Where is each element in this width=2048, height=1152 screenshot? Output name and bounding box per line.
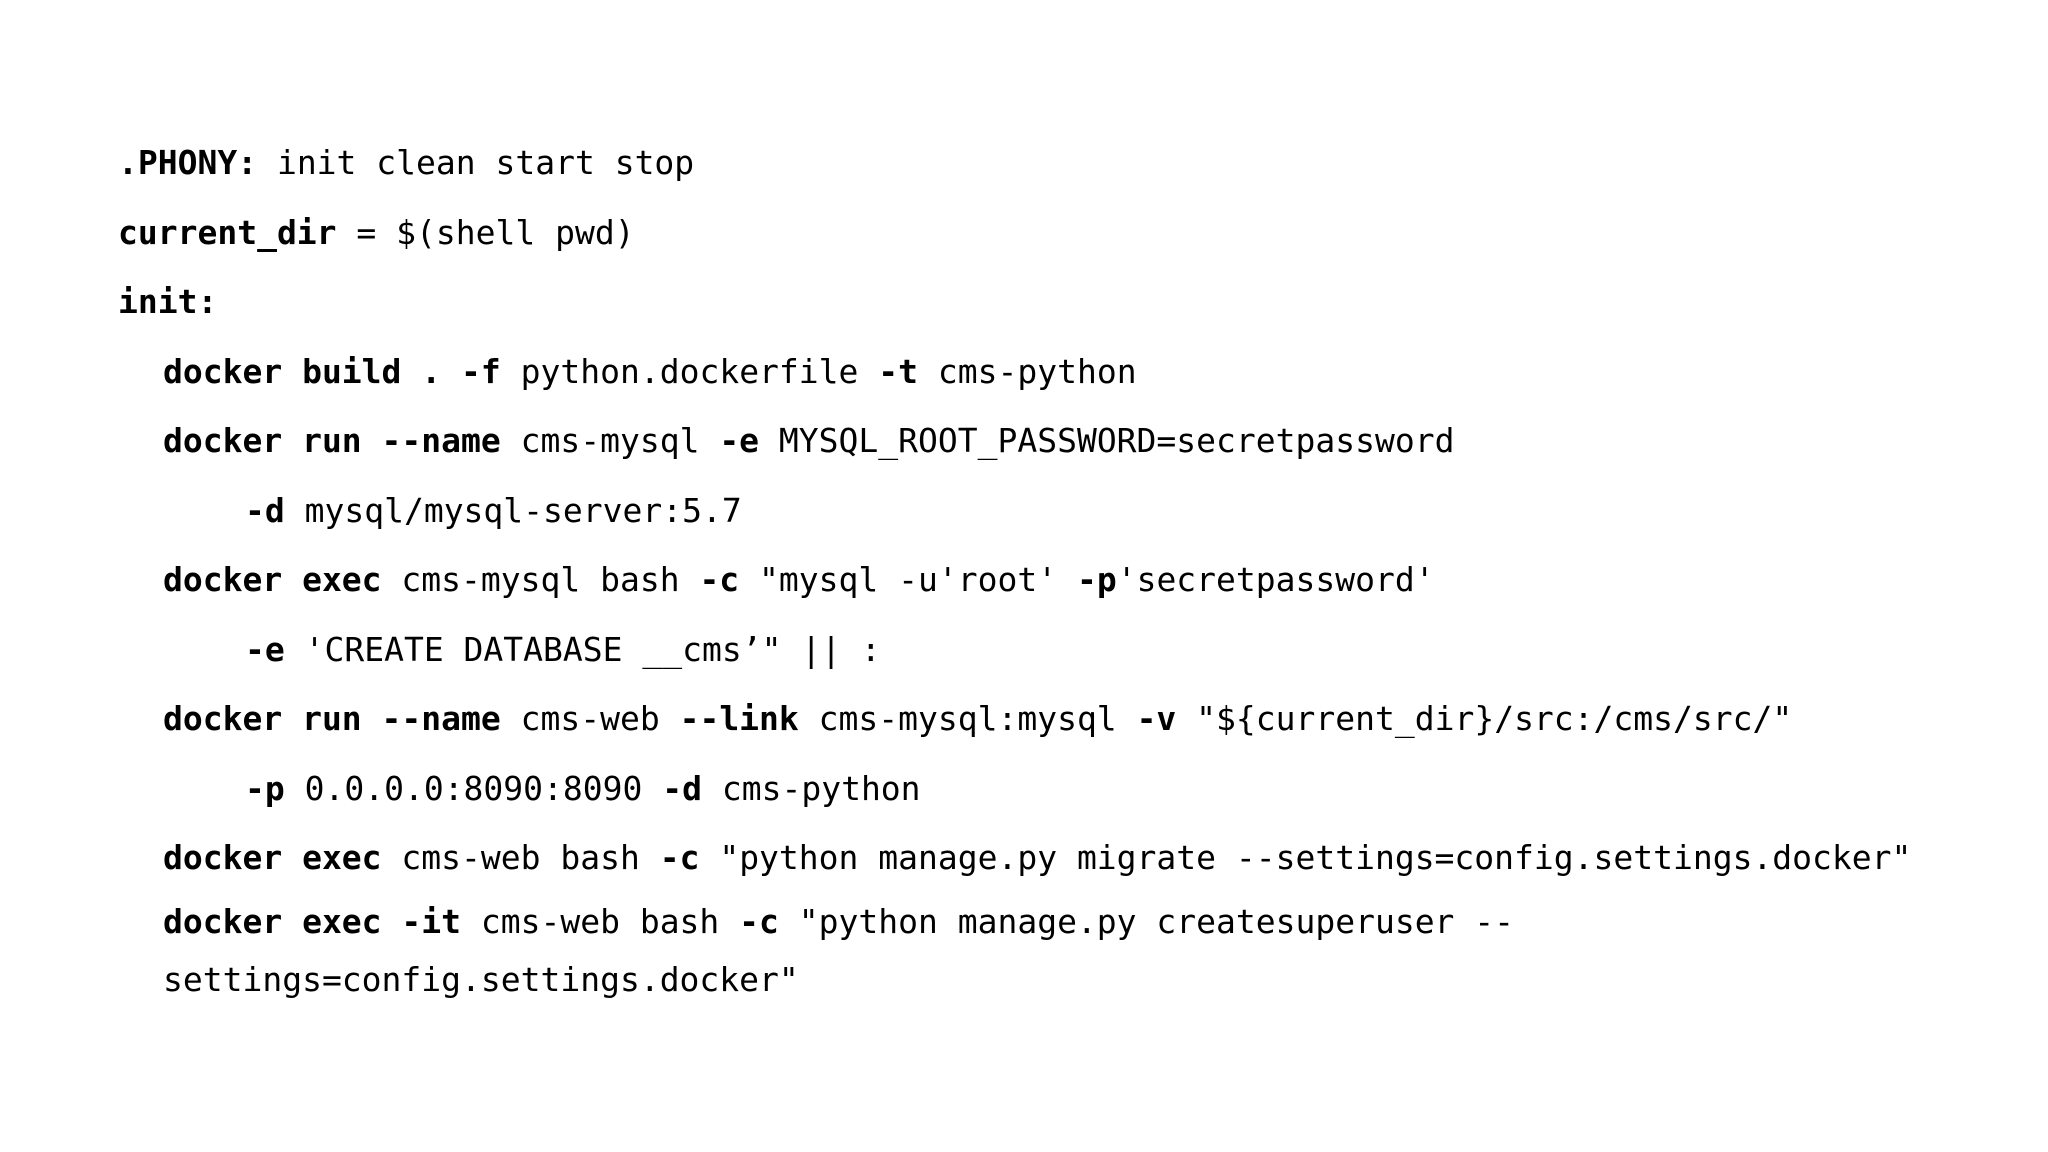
code-line-docker-run-mysql-cont: -d mysql/mysql-server:5.7 (118, 476, 1978, 546)
code-keyword: docker build . (163, 351, 442, 391)
code-line-docker-exec-mysql: docker exec cms-mysql bash -c "mysql -u'… (118, 545, 1978, 615)
code-line-docker-run-web-cont: -p 0.0.0.0:8090:8090 -d cms-python (118, 754, 1978, 824)
code-keyword: -c (739, 901, 779, 941)
code-keyword: -c (699, 560, 740, 599)
code-argument: settings=config.settings.docker" (163, 959, 799, 999)
code-line-current-dir-var: current_dir = $(shell pwd) (118, 198, 1978, 268)
code-argument: mysql/mysql-server:5.7 (284, 490, 742, 530)
code-line-docker-exec-mysql-cont: -e 'CREATE DATABASE __cms’" || : (118, 615, 1978, 685)
code-argument: MYSQL_ROOT_PASSWORD=secretpassword (759, 421, 1455, 460)
code-keyword: -f (461, 351, 501, 391)
code-keyword: -d (245, 490, 285, 530)
code-line-docker-exec-createsuperuser: docker exec -it cms-web bash -c "python … (118, 893, 1978, 951)
code-keyword: -e (719, 421, 760, 460)
code-keyword: -p (1076, 560, 1117, 599)
code-keyword: -p (245, 768, 285, 808)
code-keyword: -v (1136, 699, 1177, 738)
code-keyword: docker run --name (163, 699, 501, 738)
code-argument: cms-web bash (461, 901, 740, 941)
code-argument: python.dockerfile (500, 351, 879, 391)
code-line-docker-run-web: docker run --name cms-web --link cms-mys… (118, 684, 1978, 754)
code-keyword: current_dir (118, 212, 337, 252)
code-keyword: -t (878, 351, 919, 391)
code-argument: "${current_dir}/src:/cms/src/" (1176, 699, 1793, 738)
code-argument: "python manage.py createsuperuser -- (778, 901, 1515, 941)
code-keyword: -e (245, 629, 285, 669)
code-argument: cms-python (702, 768, 921, 808)
code-keyword: init: (118, 282, 218, 321)
code-argument: 'CREATE DATABASE __cms’" || : (284, 629, 881, 669)
code-keyword: docker exec (163, 838, 382, 877)
code-argument (441, 352, 461, 391)
code-keyword: -d (662, 768, 702, 808)
code-argument: "mysql -u'root' (739, 560, 1077, 599)
code-line-docker-exec-migrate: docker exec cms-web bash -c "python mana… (118, 823, 1978, 893)
code-argument: 0.0.0.0:8090:8090 (284, 768, 663, 808)
code-argument: cms-mysql:mysql (798, 699, 1137, 738)
code-argument: "python manage.py migrate --settings=con… (699, 838, 1912, 877)
code-line-phony: .PHONY: init clean start stop (118, 128, 1978, 198)
code-argument: 'secretpassword' (1116, 560, 1435, 599)
code-keyword: .PHONY: (118, 143, 258, 182)
code-argument: cms-mysql (500, 421, 720, 460)
code-argument: cms-mysql bash (381, 560, 700, 599)
code-argument: = $(shell pwd) (336, 212, 635, 252)
code-line-init-target: init: (118, 267, 1978, 337)
code-argument: cms-python (918, 351, 1137, 391)
code-argument: cms-web (500, 699, 680, 738)
code-keyword: --link (679, 699, 799, 738)
code-keyword: docker exec (163, 560, 382, 599)
code-keyword: docker exec -it (163, 901, 462, 941)
code-argument: init clean start stop (257, 143, 695, 182)
code-argument: cms-web bash (381, 838, 660, 877)
code-line-docker-run-mysql: docker run --name cms-mysql -e MYSQL_ROO… (118, 406, 1978, 476)
code-keyword: -c (659, 838, 700, 877)
code-keyword: docker run --name (163, 421, 501, 460)
code-line-docker-exec-createsuperuser-wrapped: settings=config.settings.docker" (118, 951, 1978, 1009)
code-line-docker-build: docker build . -f python.dockerfile -t c… (118, 337, 1978, 407)
